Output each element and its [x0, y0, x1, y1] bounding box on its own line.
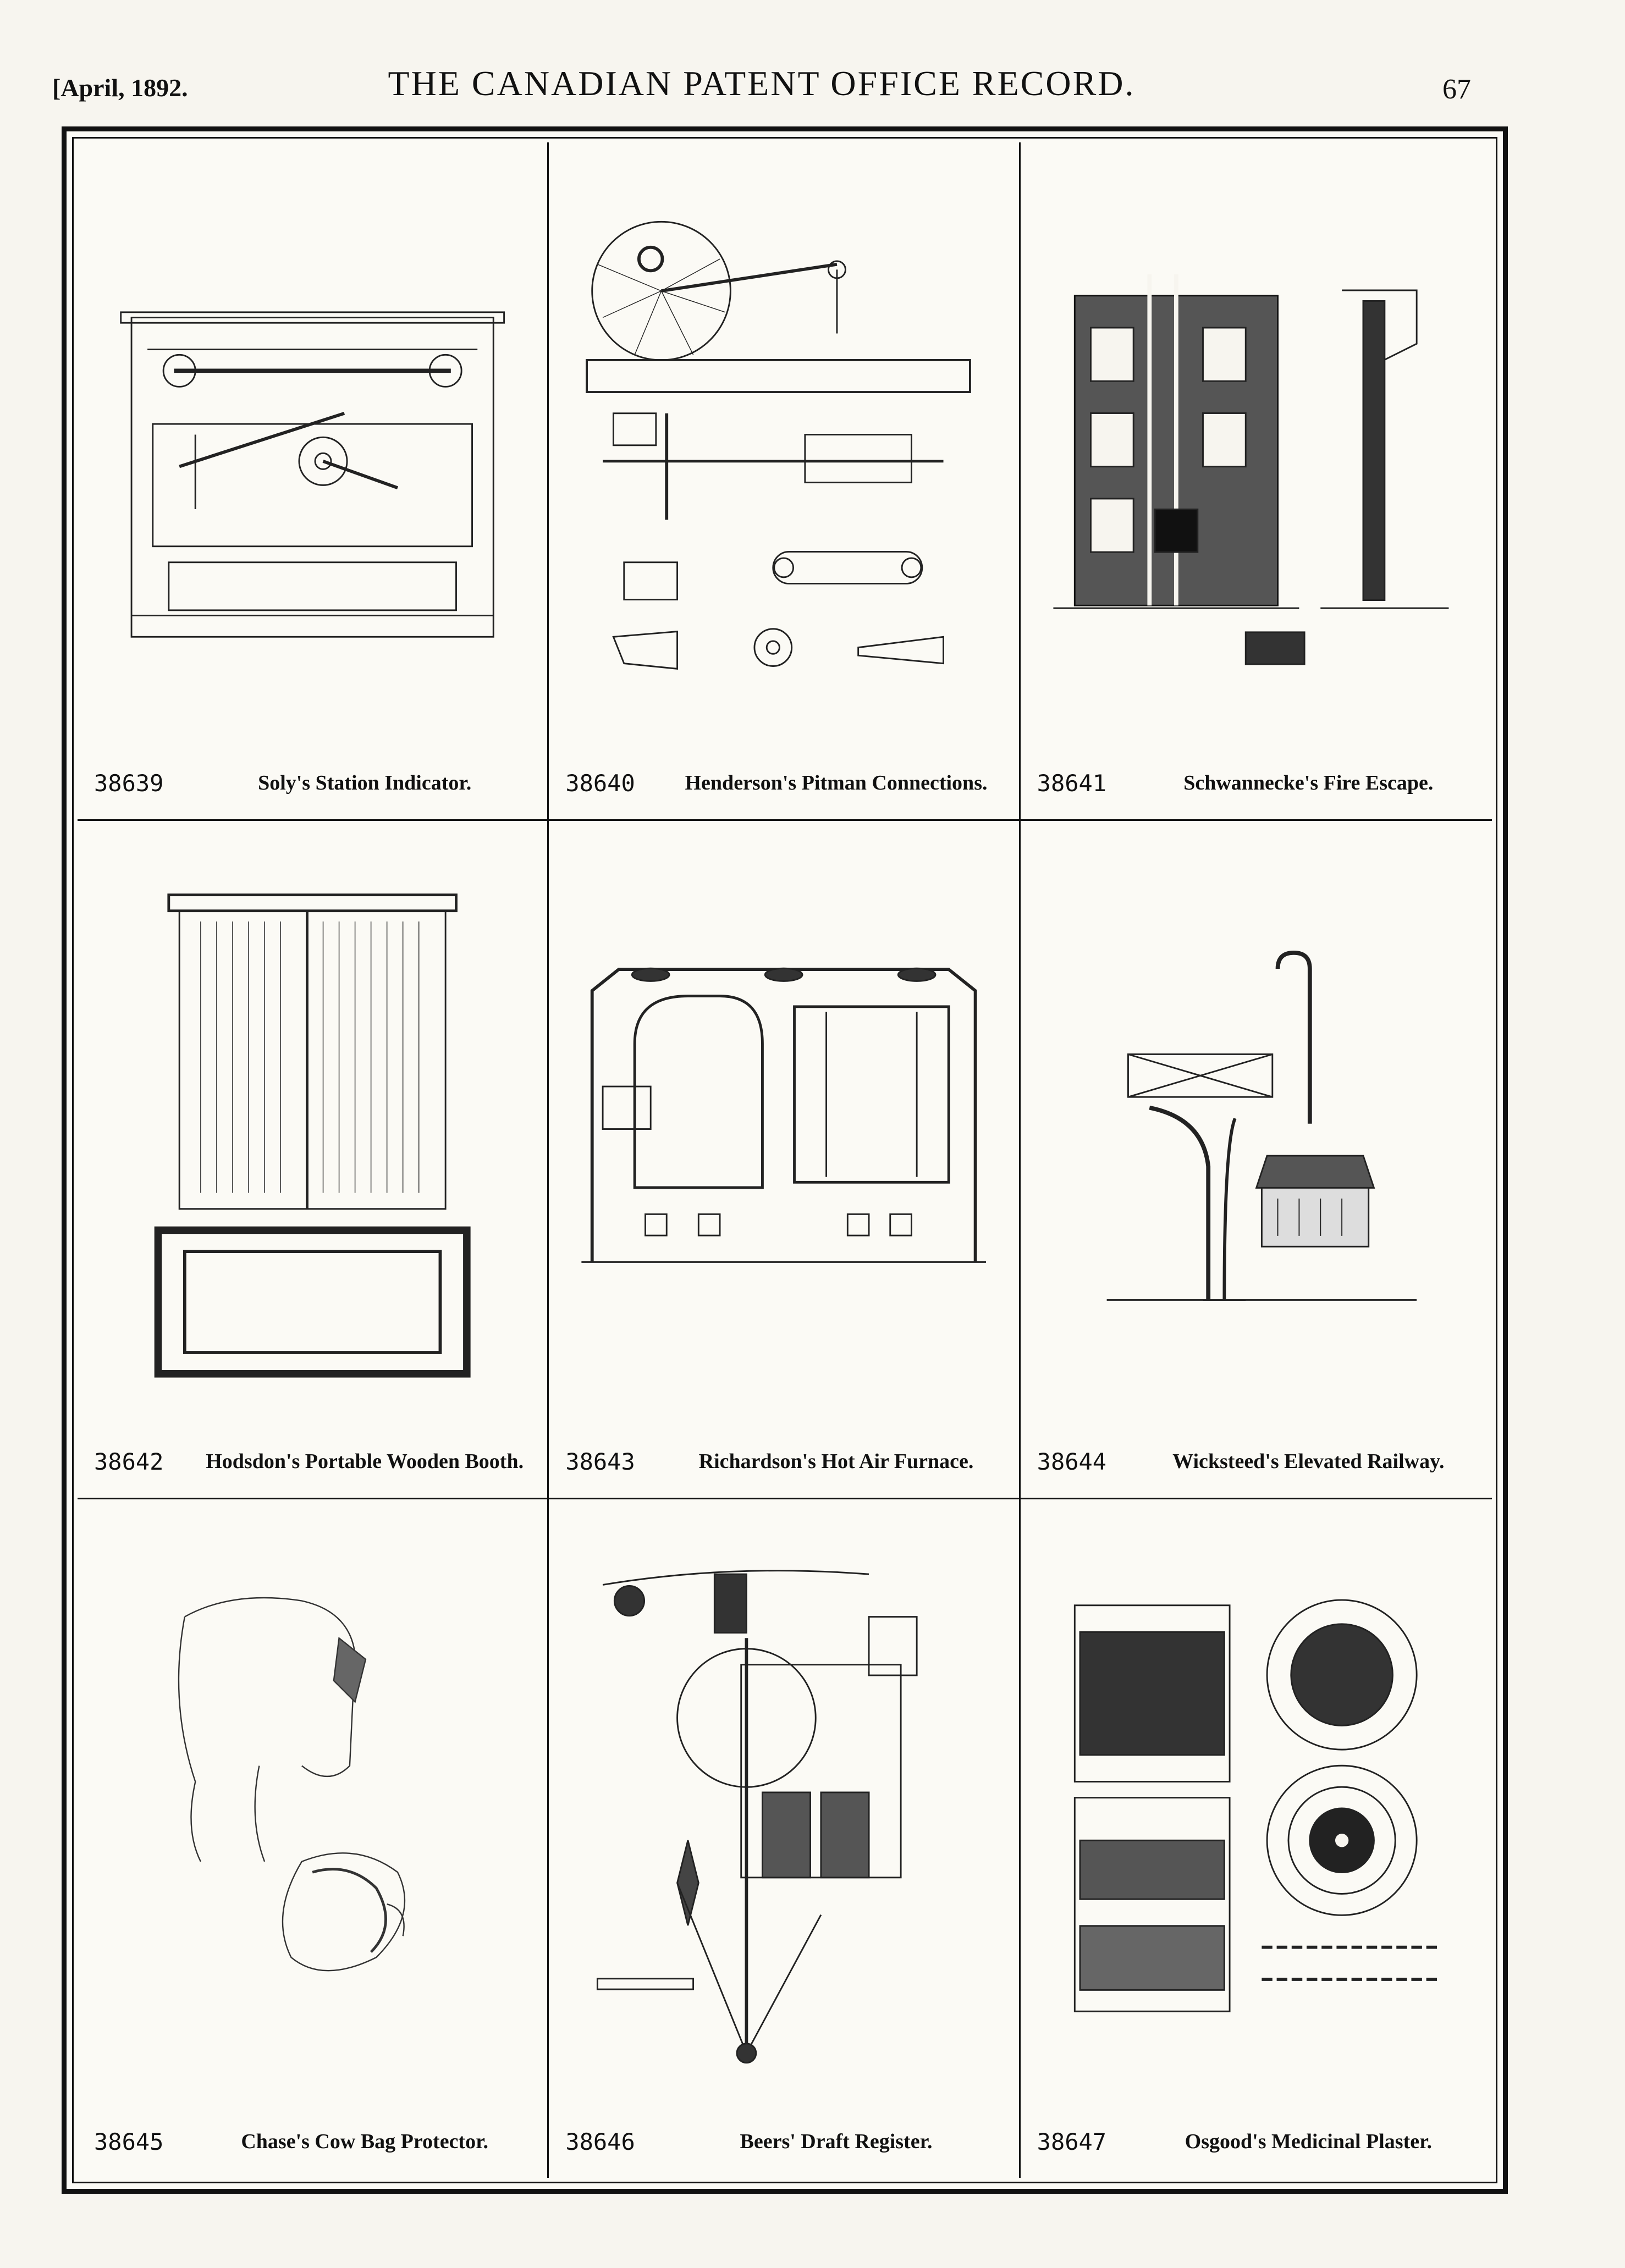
patent-title: Soly's Station Indicator. — [258, 771, 472, 794]
patent-cell-38645: 38645 Chase's Cow Bag Protector. — [78, 1499, 549, 2178]
patent-title: Henderson's Pitman Connections. — [685, 771, 988, 794]
patent-number: 38643 — [565, 1448, 635, 1475]
patent-cell-38644: 38644 Wicksteed's Elevated Railway. — [1020, 821, 1492, 1499]
drawing-medicinal-plaster — [1043, 1521, 1470, 2095]
page-header: [April, 1892. THE CANADIAN PATENT OFFICE… — [52, 63, 1471, 113]
patent-number: 38641 — [1037, 770, 1107, 797]
drawing-draft-register — [571, 1521, 996, 2095]
patent-title: Osgood's Medicinal Plaster. — [1185, 2130, 1432, 2153]
patent-title: Hodsdon's Portable Wooden Booth. — [206, 1450, 524, 1473]
patent-title: Beers' Draft Register. — [740, 2130, 933, 2153]
drawing-pitman-connections — [571, 164, 996, 737]
caption: 38647 Osgood's Medicinal Plaster. — [1021, 2124, 1492, 2162]
patent-cell-38642: 38642 Hodsdon's Portable Wooden Booth. — [78, 821, 549, 1499]
patent-cell-38640: 38640 Henderson's Pitman Connections. — [549, 142, 1021, 821]
drawing-cow-bag-protector — [100, 1521, 525, 2095]
patent-number: 38644 — [1037, 1448, 1107, 1475]
inner-frame-rule — [72, 137, 1497, 2183]
caption: 38640 Henderson's Pitman Connections. — [549, 765, 1018, 804]
patent-cell-38647: 38647 Osgood's Medicinal Plaster. — [1021, 1499, 1492, 2178]
page-number: 67 — [1442, 74, 1471, 105]
patent-number: 38640 — [565, 770, 635, 797]
patent-grid: 38639 Soly's Station Indicator. — [78, 142, 1492, 2178]
patent-number: 38647 — [1037, 2128, 1107, 2155]
drawing-station-indicator — [100, 164, 525, 737]
patent-number: 38642 — [94, 1448, 164, 1475]
caption: 38644 Wicksteed's Elevated Railway. — [1021, 1444, 1492, 1482]
patent-title: Wicksteed's Elevated Railway. — [1172, 1450, 1445, 1473]
caption: 38646 Beers' Draft Register. — [549, 2124, 1018, 2162]
caption: 38639 Soly's Station Indicator. — [78, 765, 547, 804]
caption: 38641 Schwannecke's Fire Escape. — [1021, 765, 1492, 804]
issue-date: [April, 1892. — [52, 74, 188, 102]
drawing-wooden-booth — [100, 843, 525, 1415]
drawing-elevated-railway — [1043, 843, 1470, 1415]
drawing-hot-air-furnace — [571, 843, 996, 1415]
patent-cell-38641: 38641 Schwannecke's Fire Escape. — [1020, 142, 1492, 821]
caption: 38642 Hodsdon's Portable Wooden Booth. — [78, 1444, 547, 1482]
patent-number: 38645 — [94, 2128, 164, 2155]
patent-cell-38643: 38643 Richardson's Hot Air Furnace. — [549, 821, 1021, 1499]
patent-number: 38639 — [94, 770, 164, 797]
patent-cell-38639: 38639 Soly's Station Indicator. — [78, 142, 549, 821]
patent-title: Richardson's Hot Air Furnace. — [698, 1450, 974, 1473]
caption: 38643 Richardson's Hot Air Furnace. — [549, 1444, 1018, 1482]
patent-plate-frame: 38639 Soly's Station Indicator. — [62, 126, 1508, 2194]
drawing-fire-escape — [1043, 164, 1470, 737]
patent-title: Chase's Cow Bag Protector. — [241, 2130, 488, 2153]
patent-number: 38646 — [565, 2128, 635, 2155]
patent-cell-38646: 38646 Beers' Draft Register. — [549, 1499, 1021, 2178]
publication-title: THE CANADIAN PATENT OFFICE RECORD. — [388, 64, 1136, 103]
patent-title: Schwannecke's Fire Escape. — [1183, 771, 1434, 794]
caption: 38645 Chase's Cow Bag Protector. — [78, 2124, 547, 2162]
